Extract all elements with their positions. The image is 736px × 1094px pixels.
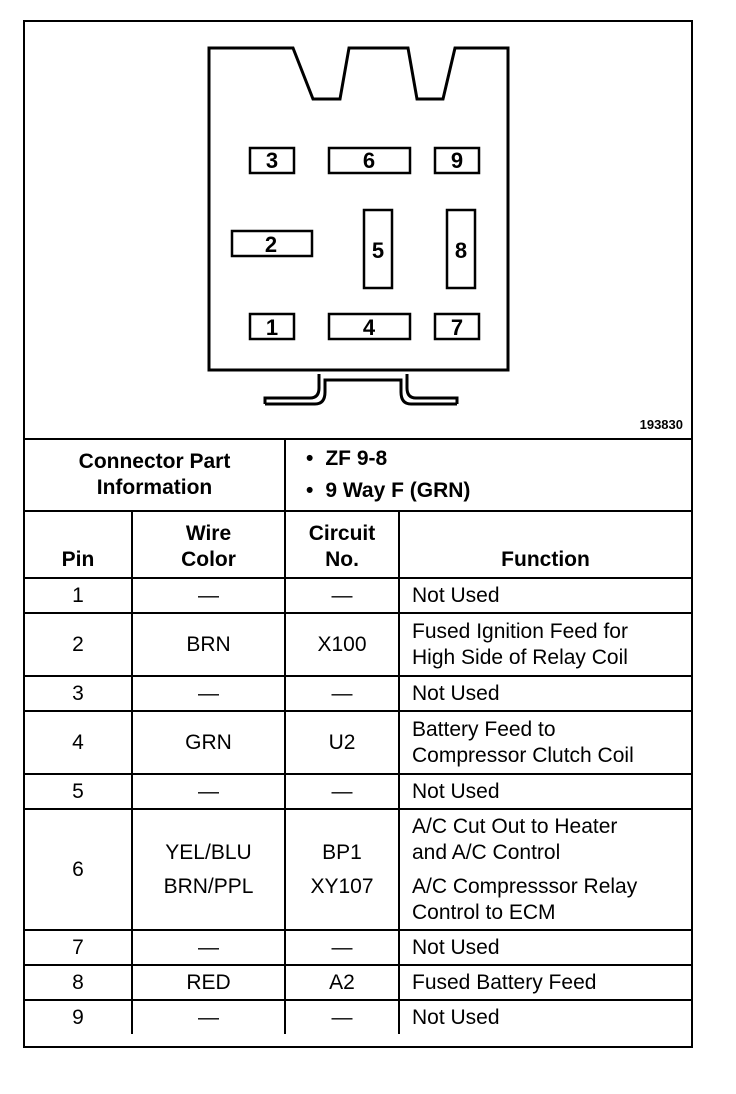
table-row: 8 RED A2 Fused Battery Feed [25, 964, 692, 1001]
table-row: 9 — — Not Used [25, 999, 692, 1034]
pinout-table: Connector Part Information ZF 9-8 9 Way … [25, 440, 692, 1034]
pin-7-label: 7 [451, 315, 463, 340]
header-pin: Pin [25, 510, 133, 579]
pin-5-label: 5 [372, 238, 384, 263]
pin-2-cavity: 2 [230, 229, 314, 258]
part-info-item: 9 Way F (GRN) [325, 475, 691, 507]
part-info-values: ZF 9-8 9 Way F (GRN) [283, 440, 692, 512]
pin-9-label: 9 [451, 148, 463, 173]
pin-4-cavity: 4 [327, 312, 412, 341]
connector-diagram: 3 6 9 2 5 8 1 4 7 193830 [25, 22, 691, 440]
pin-8-cavity: 8 [445, 208, 477, 290]
pin-9-cavity: 9 [433, 146, 481, 175]
pin-5-cavity: 5 [362, 208, 394, 290]
table-row: 3 — — Not Used [25, 675, 692, 712]
pin-8-label: 8 [455, 238, 467, 263]
header-function: Function [397, 510, 692, 579]
connector-frame: 3 6 9 2 5 8 1 4 7 193830 Co [23, 20, 693, 1048]
part-info-label: Connector Part Information [25, 440, 286, 512]
table-row: 5 — — Not Used [25, 773, 692, 810]
figure-id: 193830 [639, 417, 683, 432]
pin-1-cavity: 1 [248, 312, 296, 341]
pin-3-label: 3 [266, 148, 278, 173]
part-info-item: ZF 9-8 [325, 443, 691, 475]
pin-6-label: 6 [363, 148, 375, 173]
part-info-row: Connector Part Information ZF 9-8 9 Way … [25, 440, 692, 512]
connector-face-svg: 3 6 9 2 5 8 1 4 7 [207, 46, 510, 406]
pin-4-label: 4 [363, 315, 376, 340]
pin-7-cavity: 7 [433, 312, 481, 341]
table-row: 1 — — Not Used [25, 577, 692, 614]
pin-3-cavity: 3 [248, 146, 296, 175]
pin-2-label: 2 [265, 232, 277, 257]
connector-latch [265, 378, 457, 406]
connector-housing [207, 46, 510, 372]
table-row: 7 — — Not Used [25, 929, 692, 966]
pin-6-cavity: 6 [327, 146, 412, 175]
pin-1-label: 1 [266, 315, 278, 340]
